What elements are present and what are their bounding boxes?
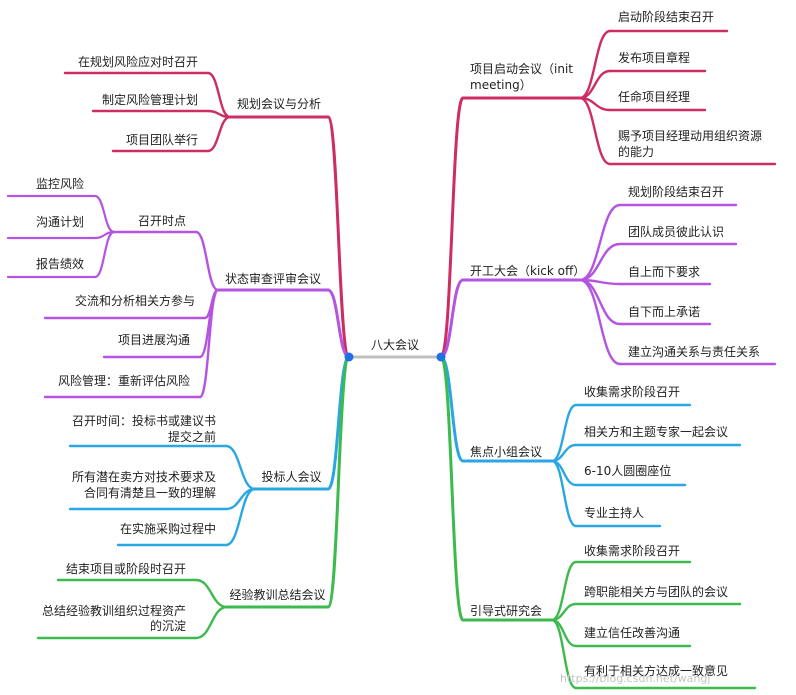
root-right-node-dot (436, 352, 446, 362)
branch-label-line2: meeting） (470, 78, 532, 92)
leaf-edge (578, 29, 612, 100)
leaf-edge (206, 115, 232, 153)
leaf-label: 所有潜在卖方对技术要求及 (72, 469, 216, 484)
leaf-edge (194, 230, 220, 292)
branch-label: 状态审查评审会议 (225, 271, 321, 286)
leaf-label: 在实施采购过程中 (120, 521, 216, 536)
leaf-label: 团队成员彼此认识 (628, 224, 724, 239)
leaf-label-line2: 的沉淀 (150, 618, 186, 633)
leaf-edge (550, 618, 578, 690)
leaf-label: 自上而下要求 (628, 265, 700, 279)
leaf-label: 专业主持人 (584, 505, 644, 520)
branch-label: 开工大会（kick off） (470, 264, 585, 278)
branch-label: 引导式研究会 (470, 603, 542, 618)
leaf-label: 召开时间：投标书或建议书 (72, 413, 216, 428)
leaf-label: 风险管理：重新评估风险 (58, 373, 190, 388)
leaf-label: 结束项目或阶段时召开 (66, 561, 186, 576)
branch-edge (326, 115, 351, 359)
leaf-edge (578, 278, 622, 366)
leaf-label: 收集需求阶段召开 (584, 543, 680, 558)
leaf-edge (578, 242, 622, 282)
leaf-label: 发布项目章程 (618, 50, 690, 65)
root-left-node-dot (344, 352, 354, 362)
leaf-label: 跨职能相关方与团队的会议 (584, 584, 728, 599)
leaf-label: 规划阶段结束召开 (628, 184, 724, 199)
leaf-label: 制定风险管理计划 (102, 92, 198, 107)
root-label: 八大会议 (371, 338, 419, 352)
leaf-label-line2: 的能力 (618, 144, 654, 159)
leaf-edge (578, 96, 612, 166)
leaf-label: 建立信任改善沟通 (584, 625, 680, 640)
leaf-label-line2: 提交之前 (168, 429, 216, 444)
leaf-edge (198, 288, 220, 399)
branch-edge (439, 355, 465, 622)
leaf-edge (578, 203, 622, 282)
leaf-label: 建立沟通关系与责任关系 (628, 344, 760, 359)
subleaf-label: 监控风险 (36, 176, 84, 191)
branch-label: 焦点小组会议 (470, 445, 542, 459)
leaf-edge (224, 444, 257, 491)
leaf-label: 项目进展沟通 (118, 333, 190, 347)
leaf-edge (194, 605, 229, 640)
leaf-label: 任命项目经理 (618, 89, 690, 104)
leaf-label: 有利于相关方达成一致意见 (584, 663, 728, 678)
subleaf-label: 报告绩效 (36, 256, 84, 271)
subleaf-label: 沟通计划 (36, 215, 84, 229)
leaf-label: 启动阶段结束召开 (618, 9, 714, 24)
leaf-label: 总结经验教训组织过程资产 (42, 603, 186, 618)
leaf-edge (550, 459, 578, 528)
branch-edge (326, 355, 351, 609)
leaf-label: 相关方和主题专家一起会议 (584, 424, 728, 439)
leaf-label: 自下而上承诺 (628, 305, 700, 319)
watermark: https://blog.csdn.net/wangj (560, 672, 711, 685)
leaf-label: 交流和分析相关方参与 (75, 293, 195, 308)
subleaf-edge (93, 194, 116, 234)
leaf-label: 收集需求阶段召开 (584, 384, 680, 399)
branch-label: 投标人会议 (261, 469, 321, 484)
leaf-label: 召开时点 (138, 214, 186, 228)
leaf-edge (194, 578, 229, 609)
branch-label: 项目启动会议（init (470, 62, 573, 76)
leaf-label: 赐予项目经理动用组织资源 (618, 129, 762, 143)
branch-label: 规划会议与分析 (237, 96, 321, 111)
branch-edge (439, 96, 465, 359)
leaf-edge (224, 487, 257, 547)
leaf-label: 项目团队举行 (126, 132, 198, 147)
leaf-label-line2: 合同有清楚且一致的理解 (84, 485, 216, 500)
subleaf-edge (93, 230, 116, 279)
leaf-label: 6-10人圆圈座位 (584, 463, 671, 478)
leaf-label: 在规划风险应对时召开 (78, 54, 198, 69)
branch-label: 经验教训总结会议 (229, 587, 325, 602)
